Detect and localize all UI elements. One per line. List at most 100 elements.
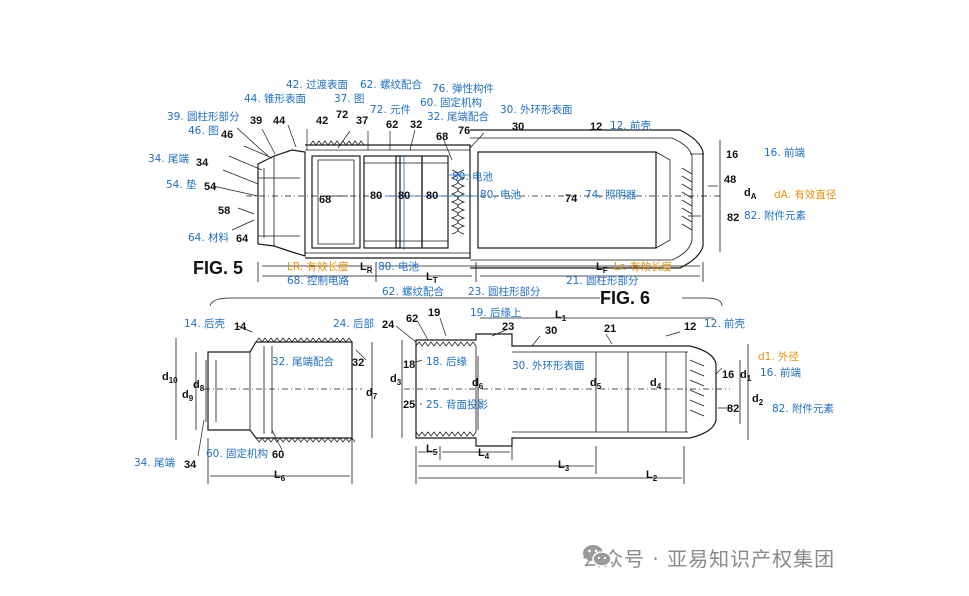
ref-60: 68 (436, 131, 448, 143)
label-element: 72. 元件 (370, 104, 411, 116)
ref6-21: 21 (604, 323, 616, 335)
fig6-annotations: 62. 螺纹配合 23. 圆柱形部分 14. 后壳 24. 后部 19. 后缘上… (134, 285, 834, 469)
label-cylinder-part: 39. 圆柱形部分 (167, 110, 240, 123)
dim-L2: L2 (646, 469, 658, 483)
label6-front-end: 16. 前端 (760, 366, 802, 379)
ref-80c: 80 (426, 190, 438, 202)
ref6-30: 30 (545, 325, 557, 337)
watermark-text: 公众号 · 亚易知识产权集团 (582, 547, 836, 571)
label6-back-projection: 25. 背面投影 (426, 398, 489, 411)
ref-37: 37 (356, 115, 368, 127)
ref-82: 82 (727, 212, 739, 224)
dim-LF: LF (596, 261, 608, 275)
ref-44: 44 (273, 115, 286, 127)
ref-80a: 80 (370, 190, 382, 202)
dim-d7: d7 (366, 387, 378, 401)
label-front-end: 16. 前端 (764, 146, 806, 159)
ref6-16: 16 (722, 369, 734, 381)
dim-d10: d10 (162, 371, 178, 385)
ref6-24: 24 (382, 319, 395, 331)
ref-42: 42 (316, 115, 328, 127)
label6-rear-shell: 14. 后壳 (184, 317, 226, 330)
label-annular-surface: 30. 外环形表面 (500, 103, 573, 116)
dim-d4: d4 (650, 377, 662, 391)
label6-tail-fit: 32. 尾端配合 (272, 355, 335, 368)
label-thread-fit: 62. 螺纹配合 (360, 78, 423, 91)
label-lighting: 74. 照明器 (585, 189, 637, 201)
ref-68: 68 (319, 194, 331, 206)
label-battery-3: 80. 电池 (378, 260, 420, 273)
label-cylinder-part-21: 21. 圆柱形部分 (566, 274, 639, 287)
ref-76: 76 (458, 125, 470, 137)
ref6-82: 82 (727, 403, 739, 415)
label6-thread-fit: 62. 螺纹配合 (382, 285, 445, 298)
ref6-25: 25 (403, 399, 415, 411)
label-front-shell: 12. 前壳 (610, 119, 652, 132)
label6-outer-diameter: d1. 外径 (758, 350, 800, 363)
ref-74: 74 (565, 193, 578, 205)
ref-32: 32 (410, 119, 422, 131)
ref-62: 62 (386, 119, 398, 131)
dim-d9: d9 (182, 389, 194, 403)
label-tail-fit: 32. 尾端配合 (427, 110, 490, 123)
fig6-title: FIG. 6 (600, 288, 650, 308)
ref-30: 30 (512, 121, 524, 133)
ref-12: 12 (590, 121, 602, 133)
label6-cylinder-part: 23. 圆柱形部分 (468, 285, 541, 298)
ref-34: 34 (196, 157, 209, 169)
label-cone-surface: 44. 锥形表面 (244, 92, 306, 105)
label-figure-46: 46. 图 (188, 125, 219, 137)
ref6-62: 62 (406, 313, 418, 325)
fig5-annotations: 42. 过渡表面 62. 螺纹配合 76. 弹性构件 44. 锥形表面 37. … (148, 78, 837, 287)
label-lf-length: Lr. 有效长度 (614, 260, 672, 273)
fig5-ref-numerals: 42 72 37 62 32 76 30 12 44 39 46 68 34 5… (196, 109, 757, 285)
fig6-drawing (175, 297, 749, 484)
label-figure-37: 37. 图 (334, 93, 365, 105)
watermark: 公众号 · 亚易知识产权集团 (582, 543, 835, 572)
label6-front-shell: 12. 前壳 (704, 317, 746, 330)
dim-d1: d1 (740, 369, 752, 383)
label-transition-surface: 42. 过渡表面 (286, 78, 348, 91)
fig5-title: FIG. 5 (193, 258, 243, 278)
ref6-60: 60 (272, 449, 284, 461)
dim-d3: d3 (390, 373, 402, 387)
label-accessory: 82. 附件元素 (744, 209, 806, 222)
label-effective-diameter: dA. 有效直径 (774, 188, 837, 201)
ref6-32: 32 (352, 357, 364, 369)
label6-rear-edge-up: 19. 后缘上 (470, 306, 522, 319)
dim-L1: L1 (555, 309, 567, 323)
label6-accessory: 82. 附件元素 (772, 402, 834, 415)
ref-72: 72 (336, 109, 348, 121)
ref-80b: 80 (398, 190, 410, 202)
dim-LR: LR (360, 261, 373, 275)
ref-46: 46 (221, 129, 233, 141)
label-material: 64. 材料 (188, 231, 230, 244)
label-fixing-mech: 60. 固定机构 (420, 96, 482, 109)
dim-d8: d8 (193, 379, 205, 393)
dim-L6: L6 (274, 469, 286, 483)
dim-L4: L4 (478, 447, 490, 461)
ref-54: 54 (204, 181, 217, 193)
label-tail-end: 34. 尾端 (148, 152, 190, 165)
label6-rear-edge: 18. 后缘 (426, 355, 468, 368)
label-control-circuit: 68. 控制电路 (287, 274, 350, 287)
dim-L5: L5 (426, 443, 438, 457)
label-pad: 54. 垫 (166, 178, 197, 191)
label-lr-length: LR. 有效长度 (287, 260, 349, 273)
label-elastic-member: 76. 弹性构件 (432, 82, 494, 95)
ref6-18: 18 (403, 359, 415, 371)
label6-fixing-mech: 60. 固定机构 (206, 447, 268, 460)
ref6-12: 12 (684, 321, 696, 333)
dim-d2: d2 (752, 393, 764, 407)
ref-39: 39 (250, 115, 262, 127)
fig6-ref-numerals: 14 24 62 19 23 30 21 12 18 25 16 82 32 3… (162, 307, 764, 483)
dim-LT: LT (426, 271, 438, 285)
ref6-19: 19 (428, 307, 440, 319)
ref-48: 48 (724, 174, 736, 186)
ref-58: 58 (218, 205, 230, 217)
label6-rear-part: 24. 后部 (333, 317, 374, 330)
wechat-icon (583, 545, 612, 567)
dim-d6: d6 (472, 377, 484, 391)
ref6-23: 23 (502, 321, 514, 333)
